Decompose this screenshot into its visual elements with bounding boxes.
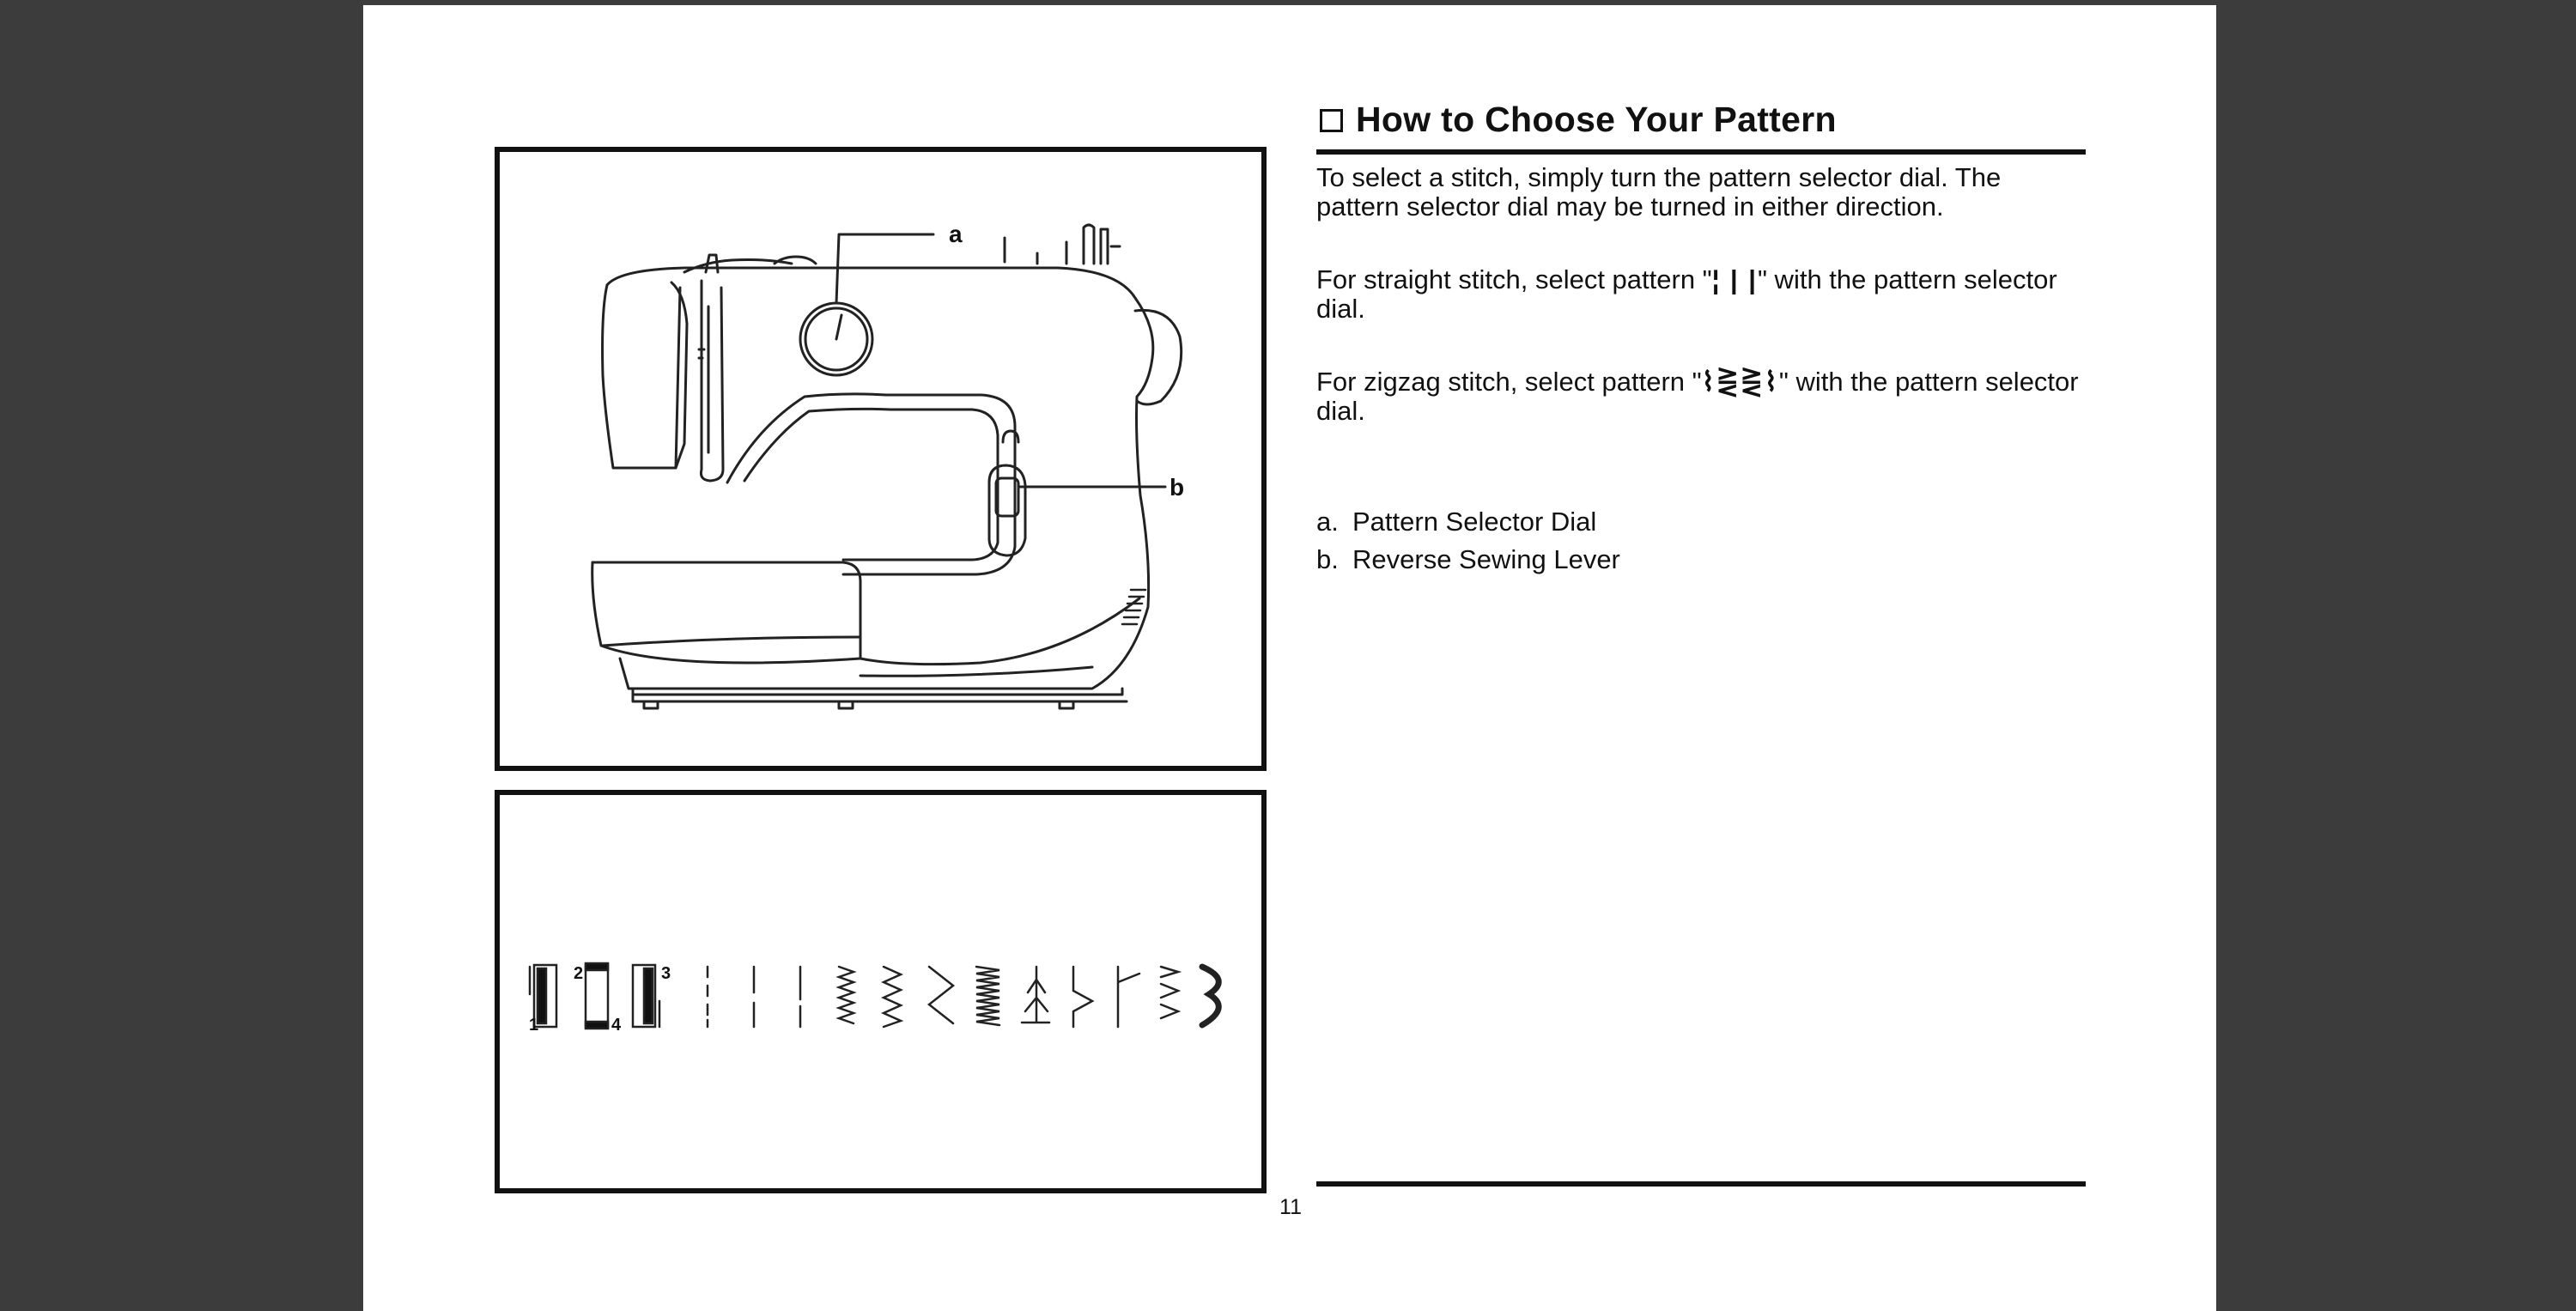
zigzag-stitch-symbol: ⌇⋛⋛⌇: [1701, 367, 1779, 397]
intro-paragraph: To select a stitch, simply turn the patt…: [1316, 162, 2002, 222]
legend-letter-b: b.: [1316, 544, 1339, 574]
legend-item-b: b. Reverse Sewing Lever: [1316, 544, 1620, 575]
sewing-machine-drawing: a b: [591, 221, 1184, 710]
section-heading: How to Choose Your Pattern: [1316, 96, 2086, 156]
zigzag-narrow-symbol: [835, 965, 857, 1025]
callout-a-label: a: [949, 221, 963, 247]
legend-text-b: Reverse Sewing Lever: [1352, 544, 1620, 574]
stitch-pattern-chart: 1 2 3 4: [495, 790, 1267, 1193]
heading-divider: [1316, 149, 2086, 155]
zigzag-stitch-paragraph: For zigzag stitch, select pattern "⌇⋛⋛⌇"…: [1316, 367, 2086, 426]
callout-b-label: b: [1170, 474, 1184, 501]
buttonhole-number-4: 4: [611, 1016, 622, 1035]
multi-step-zigzag-symbol: [1159, 965, 1182, 1020]
zigzag-stitch-text-before: For zigzag stitch, select pattern ": [1316, 367, 1702, 397]
satin-stitch-symbol: [975, 965, 1001, 1027]
blind-hem-symbol: [1072, 965, 1095, 1029]
buttonhole-number-1: 1: [529, 1016, 538, 1035]
page-number: 11: [1279, 1195, 1302, 1219]
buttonhole-step-1-symbol: [528, 963, 558, 1029]
buttonhole-step-2-4-symbol: [584, 962, 610, 1030]
footer-divider: [1316, 1181, 2086, 1187]
checkbox-square-icon: [1320, 109, 1343, 132]
sewing-machine-figure: a b: [495, 147, 1267, 771]
straight-stitch-paragraph: For straight stitch, select pattern "¦ |…: [1316, 265, 2086, 324]
straight-stitch-text-after: " with the pattern selector dial.: [1316, 264, 2057, 324]
buttonhole-number-2: 2: [574, 964, 583, 983]
stitch-pattern-symbols: 1 2 3 4: [528, 962, 1222, 1035]
buttonhole-step-3-symbol: [631, 963, 661, 1029]
overlock-stitch-symbol: [1116, 965, 1141, 1029]
legend-item-a: a. Pattern Selector Dial: [1316, 507, 1596, 537]
straight-stitch-text-before: For straight stitch, select pattern ": [1316, 264, 1712, 294]
scallop-stitch-symbol: [1199, 963, 1222, 1029]
buttonhole-number-3: 3: [661, 964, 671, 983]
zigzag-wide-symbol: [927, 965, 956, 1025]
zigzag-stitch-text-after: " with the pattern selector dial.: [1316, 367, 2079, 426]
legend-letter-a: a.: [1316, 507, 1339, 537]
stretch-blind-stitch-symbol: [1020, 965, 1051, 1024]
page-title: How to Choose Your Pattern: [1356, 100, 1837, 139]
manual-page: a b: [363, 5, 2216, 1311]
straight-stitch-symbol: ¦ | |: [1711, 264, 1758, 294]
legend-text-a: Pattern Selector Dial: [1352, 507, 1597, 537]
zigzag-medium-symbol: [880, 965, 904, 1029]
